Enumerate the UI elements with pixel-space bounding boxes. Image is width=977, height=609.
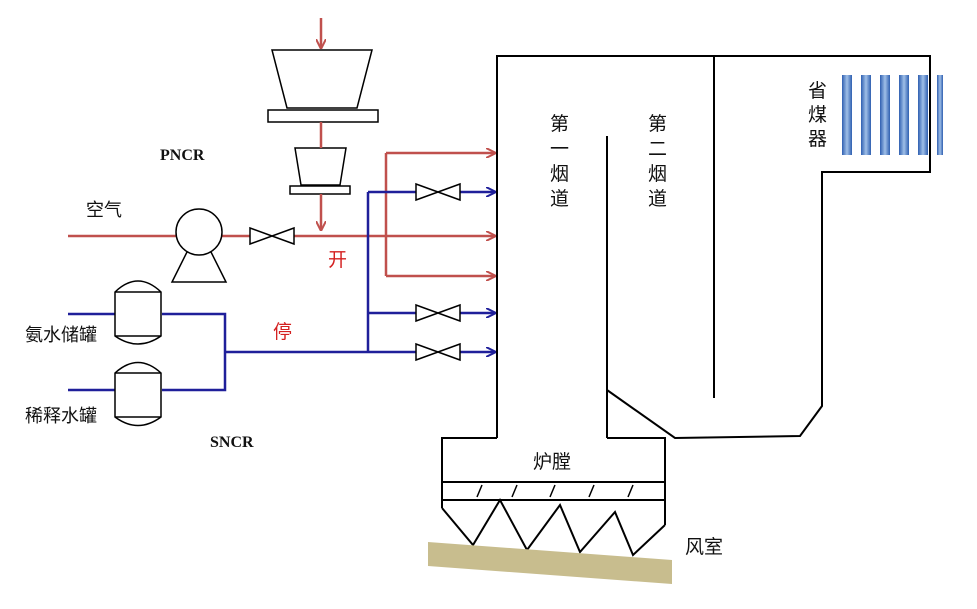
valve-icon (415, 182, 461, 202)
svg-text:第: 第 (550, 113, 569, 135)
pump-icon (170, 208, 228, 283)
svg-text:道: 道 (648, 188, 667, 210)
svg-text:二: 二 (648, 138, 667, 160)
open-label: 开 (328, 249, 347, 271)
svg-text:烟: 烟 (550, 163, 569, 185)
svg-text:道: 道 (550, 188, 569, 210)
svg-text:省: 省 (808, 80, 827, 102)
tank-icon (114, 280, 162, 345)
grate (476, 484, 634, 498)
sncr-lines (68, 192, 495, 392)
economizer-label: 省 煤 器 (808, 80, 827, 150)
boiler-outline (441, 55, 931, 525)
flue2-label: 第 二 烟 道 (648, 113, 667, 210)
svg-text:烟: 烟 (648, 163, 667, 185)
pncr-lines (68, 153, 495, 276)
feed-hopper (267, 49, 379, 195)
flue1-label: 第 一 烟 道 (550, 113, 569, 210)
svg-text:一: 一 (550, 138, 569, 160)
pncr-label: PNCR (160, 147, 205, 164)
valve-icon (415, 342, 461, 362)
ammonia-tank-label: 氨水储罐 (25, 325, 97, 346)
hopper-icon (441, 497, 666, 557)
ground-bar (428, 542, 672, 584)
svg-text:第: 第 (648, 113, 667, 135)
furnace-label: 炉膛 (533, 451, 571, 473)
stop-label: 停 (273, 321, 292, 343)
dilution-tank-label: 稀释水罐 (25, 406, 97, 427)
svg-text:器: 器 (808, 128, 827, 150)
valve-icon (249, 226, 295, 246)
wind-box-label: 风室 (685, 536, 723, 558)
tank-icon (114, 361, 162, 427)
air-label: 空气 (86, 200, 122, 221)
economizer-bank (842, 75, 943, 155)
valve-icon (415, 303, 461, 323)
svg-text:煤: 煤 (808, 104, 827, 126)
sncr-label: SNCR (210, 434, 254, 451)
